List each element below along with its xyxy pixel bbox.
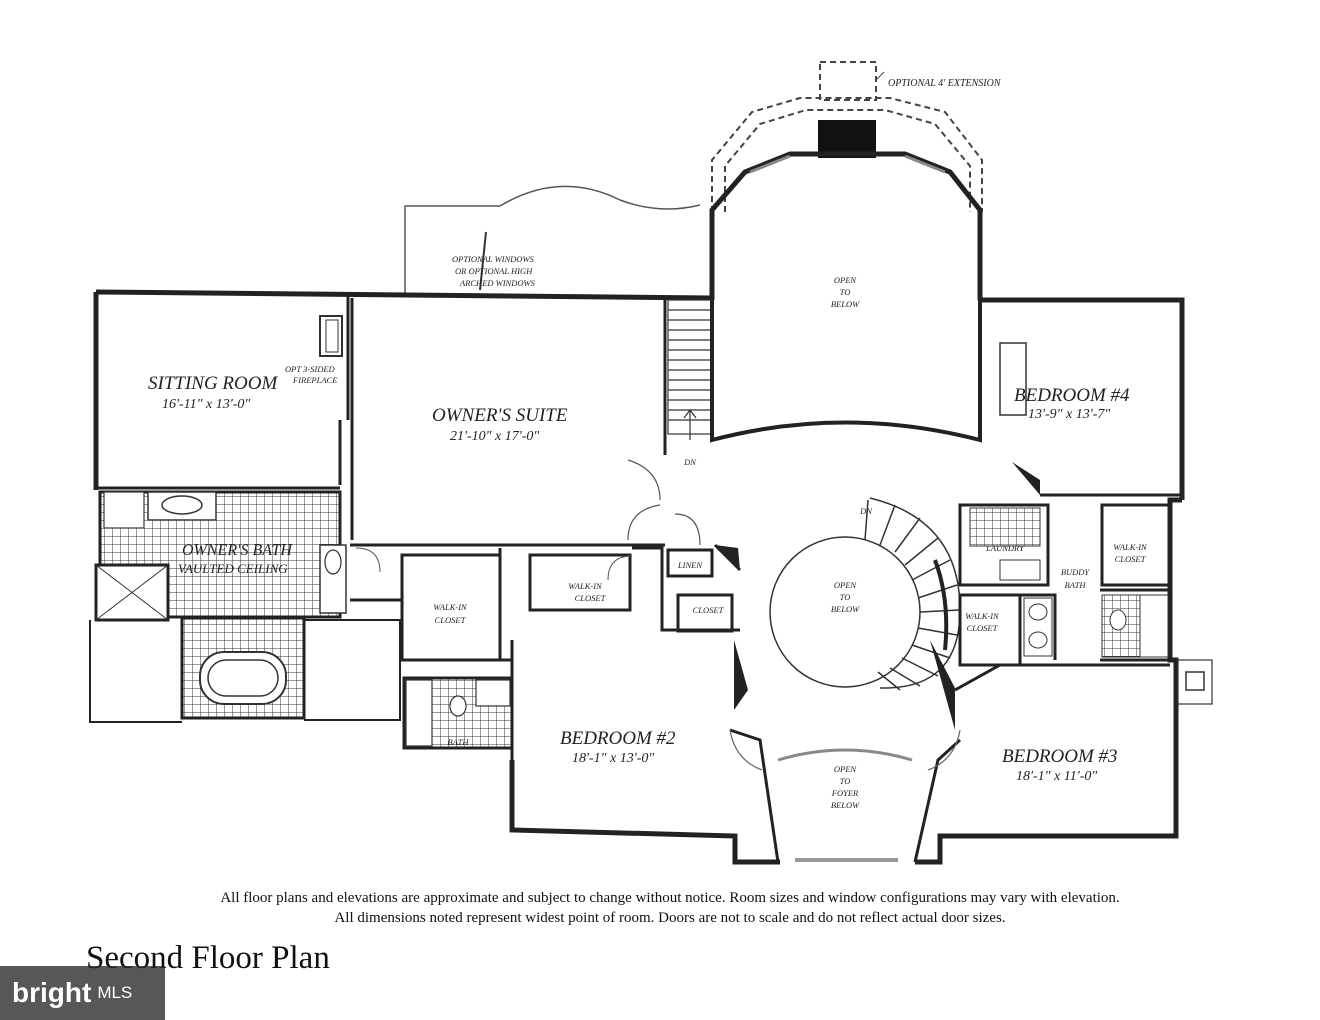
owners-suite-label: OWNER'S SUITE [432,405,568,426]
open-below-label-1: OPEN [834,275,858,285]
owners-suite-walls [350,298,667,547]
walkin-closet-1-label-2: CLOSET [435,615,467,625]
buddy-bath-label-2: BATH [1065,580,1087,590]
sitting-room-walls [94,292,350,490]
sitting-room-dimensions: 16'-11" x 13'-0" [162,397,250,412]
closet-label: CLOSET [693,605,725,615]
optional-windows-area [404,185,701,295]
walkin-closet-2-label-2: CLOSET [575,593,607,603]
bedroom2-label: BEDROOM #2 [560,728,676,749]
optional-extension [711,61,983,212]
bedroom4-dimensions: 13'-9" x 13'-7" [1028,407,1110,422]
bedroom4-walls [978,300,1182,497]
open-below-label-2: TO [840,287,851,297]
disclaimer: All floor plans and elevations are appro… [80,888,1260,928]
fireplace-label-2: FIREPLACE [292,375,338,385]
open-stair-label-2: TO [840,592,851,602]
open-foyer-label-4: BELOW [831,800,860,810]
bath-label: BATH [448,737,470,747]
owners-bath-label: OWNER'S BATH [182,542,293,559]
sitting-room-label: SITTING ROOM [148,373,278,394]
optional-extension-label: OPTIONAL 4' EXTENSION [888,78,1002,89]
open-foyer-label-2: TO [840,776,851,786]
walkin-closet-3-label-2: CLOSET [1115,554,1147,564]
fireplace-label-1: OPT 3-SIDED [285,364,336,374]
stair-down [667,299,713,440]
bedroom4-label: BEDROOM #4 [1014,385,1130,406]
walkin-closet-2-label-1: WALK-IN [568,581,603,591]
open-stair-label-1: OPEN [834,580,858,590]
watermark-badge: bright MLS [0,966,165,1020]
buddy-bath-label-1: BUDDY [1061,567,1091,577]
disclaimer-line-2: All dimensions noted represent widest po… [334,910,1006,926]
dn-label-2: DN [859,506,873,516]
owners-suite-dimensions: 21'-10" x 17'-0" [450,429,539,444]
spiral-stair [769,497,961,691]
disclaimer-line-1: All floor plans and elevations are appro… [220,890,1120,906]
walkin-closet-4-label-1: WALK-IN [965,611,1000,621]
open-foyer-label-3: FOYER [831,788,859,798]
walkin-closet-4-label-2: CLOSET [967,623,999,633]
open-stair-label-3: BELOW [831,604,860,614]
laundry-label: LAUNDRY [985,543,1025,553]
optional-windows-label-2: OR OPTIONAL HIGH [455,266,533,276]
open-below-label-3: BELOW [831,299,860,309]
bedroom3-label: BEDROOM #3 [1002,746,1118,767]
linen-label: LINEN [677,560,703,570]
optional-windows-label-3: ARCHED WINDOWS [459,278,536,288]
watermark-brand: bright [12,977,92,1008]
bedroom3-dimensions: 18'-1" x 11'-0" [1016,769,1097,784]
vaulted-ceiling-label: VAULTED CEILING [178,561,288,576]
bedroom2-dimensions: 18'-1" x 13'-0" [572,751,654,766]
optional-windows-label-1: OPTIONAL WINDOWS [452,254,535,264]
dn-label-1: DN [683,457,697,467]
open-foyer-label-1: OPEN [834,764,858,774]
watermark-suffix: MLS [97,983,133,1002]
walkin-closet-3-label-1: WALK-IN [1113,542,1148,552]
walkin-closet-1-label-1: WALK-IN [433,602,468,612]
